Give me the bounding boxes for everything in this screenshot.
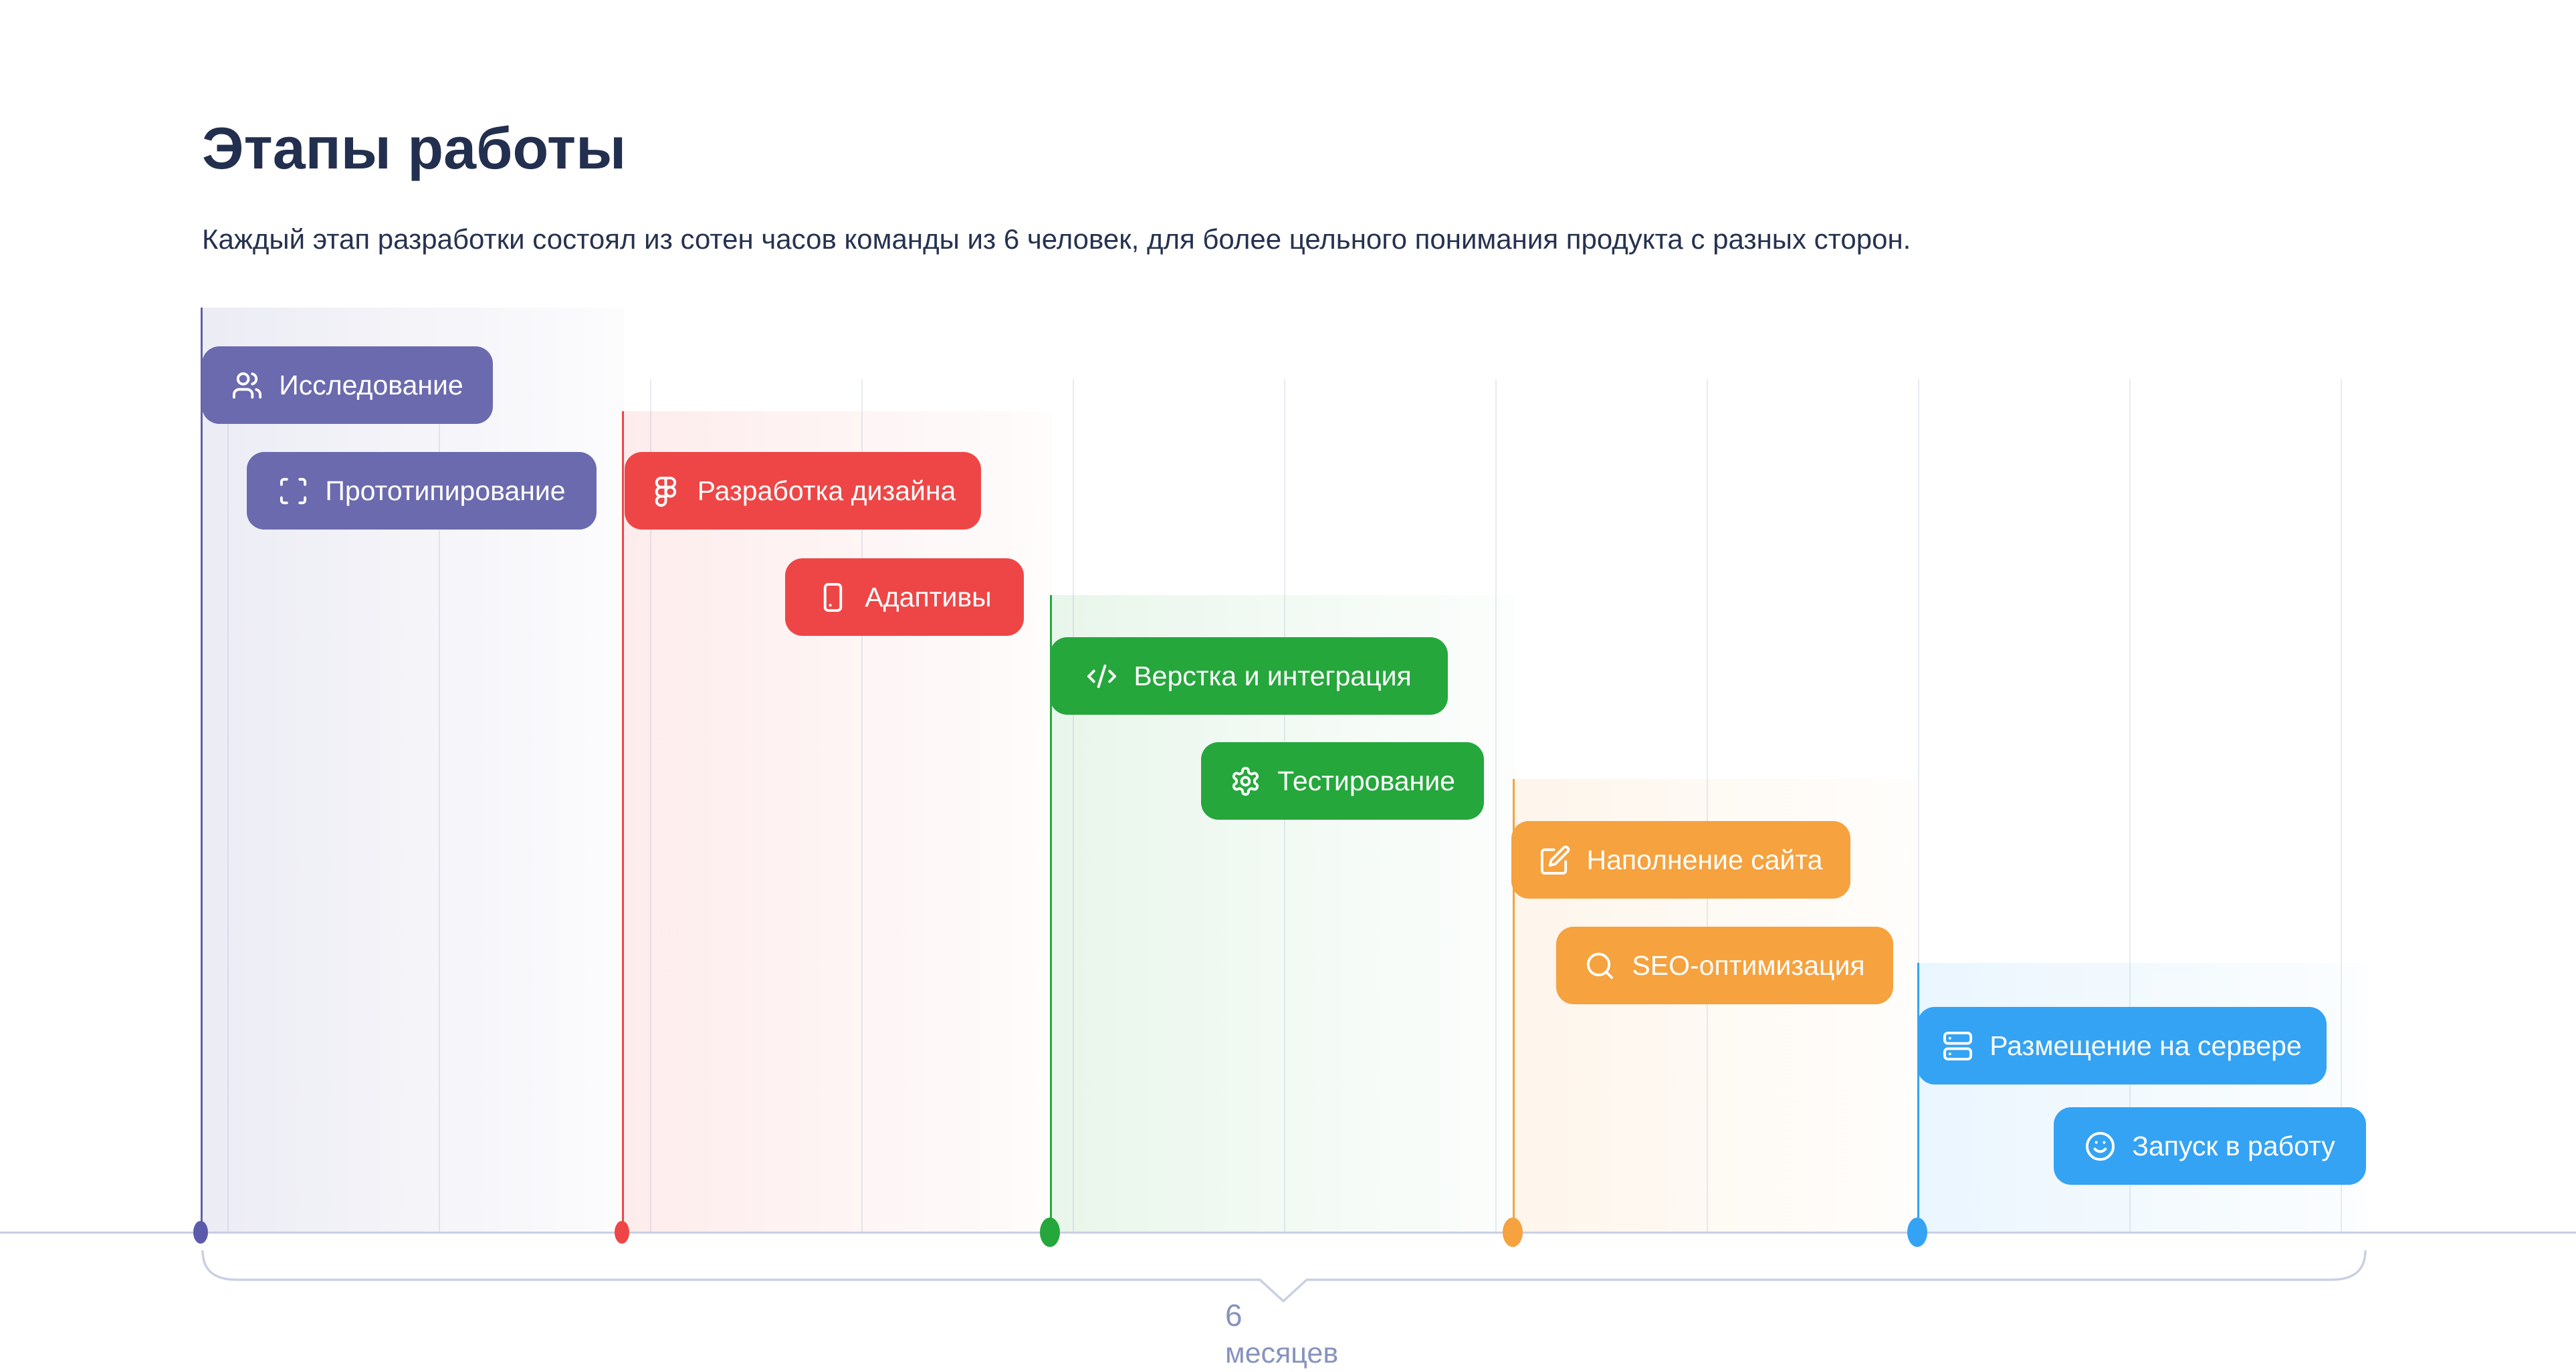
duration-label: 6 месяцев (1225, 1296, 1338, 1372)
timeline-dot-design (615, 1221, 629, 1244)
gridline (1495, 379, 1497, 1232)
search-icon (1587, 952, 1614, 979)
timeline-dot-development (1040, 1218, 1060, 1247)
timeline-axis (0, 1232, 2576, 1234)
stage-label: SEO-оптимизация (1632, 949, 1865, 981)
code-icon (1087, 664, 1117, 688)
stage-pill-research: Исследование (202, 346, 493, 424)
stage-pill-content: Наполнение сайта (1511, 821, 1850, 899)
stage-pill-launch: Запуск в работу (2054, 1107, 2366, 1185)
stage-pill-seo: SEO-оптимизация (1556, 927, 1893, 1004)
timeline-dot-launch (1907, 1218, 1927, 1247)
stage-pill-hosting: Размещение на сервере (1917, 1007, 2327, 1084)
gridline (1707, 379, 1708, 1232)
band-launch (1917, 963, 2368, 1232)
gridline (2341, 379, 2342, 1232)
stage-pill-testing: Тестирование (1201, 742, 1484, 820)
scan-frame-icon (280, 477, 307, 504)
timeline-dot-research (193, 1221, 208, 1244)
stage-label: Размещение на сервере (1990, 1030, 2302, 1061)
page-subtitle: Каждый этап разработки состоял из сотен … (202, 223, 1911, 255)
band-design (622, 411, 1052, 1232)
stage-pill-prototyping: Прототипирование (247, 452, 597, 530)
gridline (439, 379, 440, 1232)
stage-pill-adaptive: Адаптивы (785, 558, 1024, 636)
duration-value: 6 (1225, 1298, 1243, 1333)
gridline (2129, 379, 2131, 1232)
stage-label: Верстка и интеграция (1134, 660, 1412, 691)
users-icon (233, 372, 262, 398)
gridline (1918, 379, 1919, 1232)
stage-label: Запуск в работу (2132, 1130, 2335, 1161)
stage-pill-integration: Верстка и интеграция (1050, 637, 1448, 715)
timeline-dot-content (1503, 1218, 1523, 1247)
stage-pill-design: Разработка дизайна (625, 452, 981, 530)
gear-icon (1232, 766, 1259, 796)
gridline (861, 379, 863, 1232)
gridline (1073, 379, 1074, 1232)
smile-icon (2086, 1131, 2115, 1161)
stage-label: Тестирование (1277, 765, 1455, 796)
stage-label: Прототипирование (325, 475, 566, 506)
stage-label: Адаптивы (865, 581, 992, 612)
stage-label: Разработка дизайна (697, 475, 956, 506)
gridline (227, 379, 229, 1232)
page-title: Этапы работы (202, 114, 627, 181)
band-research (201, 308, 624, 1232)
gridline (650, 379, 651, 1232)
duration-unit: месяцев (1225, 1337, 1339, 1369)
server-icon (1943, 1031, 1973, 1060)
smartphone-icon (824, 582, 843, 612)
figma-icon (655, 476, 676, 507)
edit-icon (1540, 845, 1570, 875)
stage-label: Исследование (279, 369, 463, 401)
stage-label: Наполнение сайта (1586, 844, 1823, 875)
